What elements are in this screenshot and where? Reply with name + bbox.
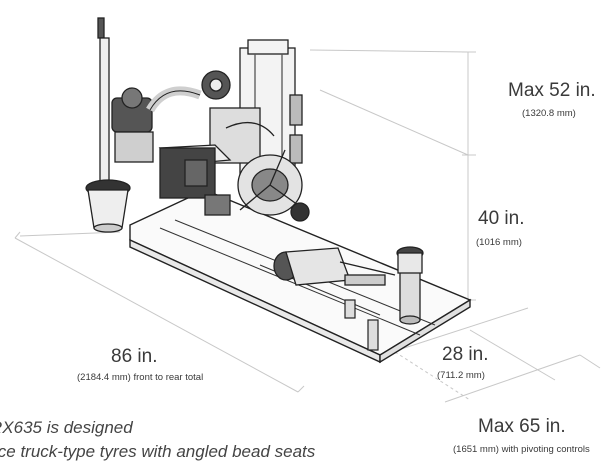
width-label: 28 in.	[442, 344, 489, 365]
max-height-label: Max 52 in.	[508, 80, 596, 101]
height-metric: (1016 mm)	[476, 237, 522, 248]
max-width-metric: (1651 mm) with pivoting controls	[453, 444, 590, 455]
length-label: 86 in.	[111, 346, 158, 367]
height-label: 40 in.	[478, 208, 525, 229]
caption-line-1: RX635 is designed	[0, 418, 133, 437]
max-height-metric: (1320.8 mm)	[522, 108, 576, 119]
width-metric: (711.2 mm)	[437, 370, 485, 381]
caption-line-2: ice truck-type tyres with angled bead se…	[0, 442, 316, 461]
max-width-label: Max 65 in.	[478, 416, 566, 437]
length-metric: (2184.4 mm) front to rear total	[77, 372, 204, 383]
